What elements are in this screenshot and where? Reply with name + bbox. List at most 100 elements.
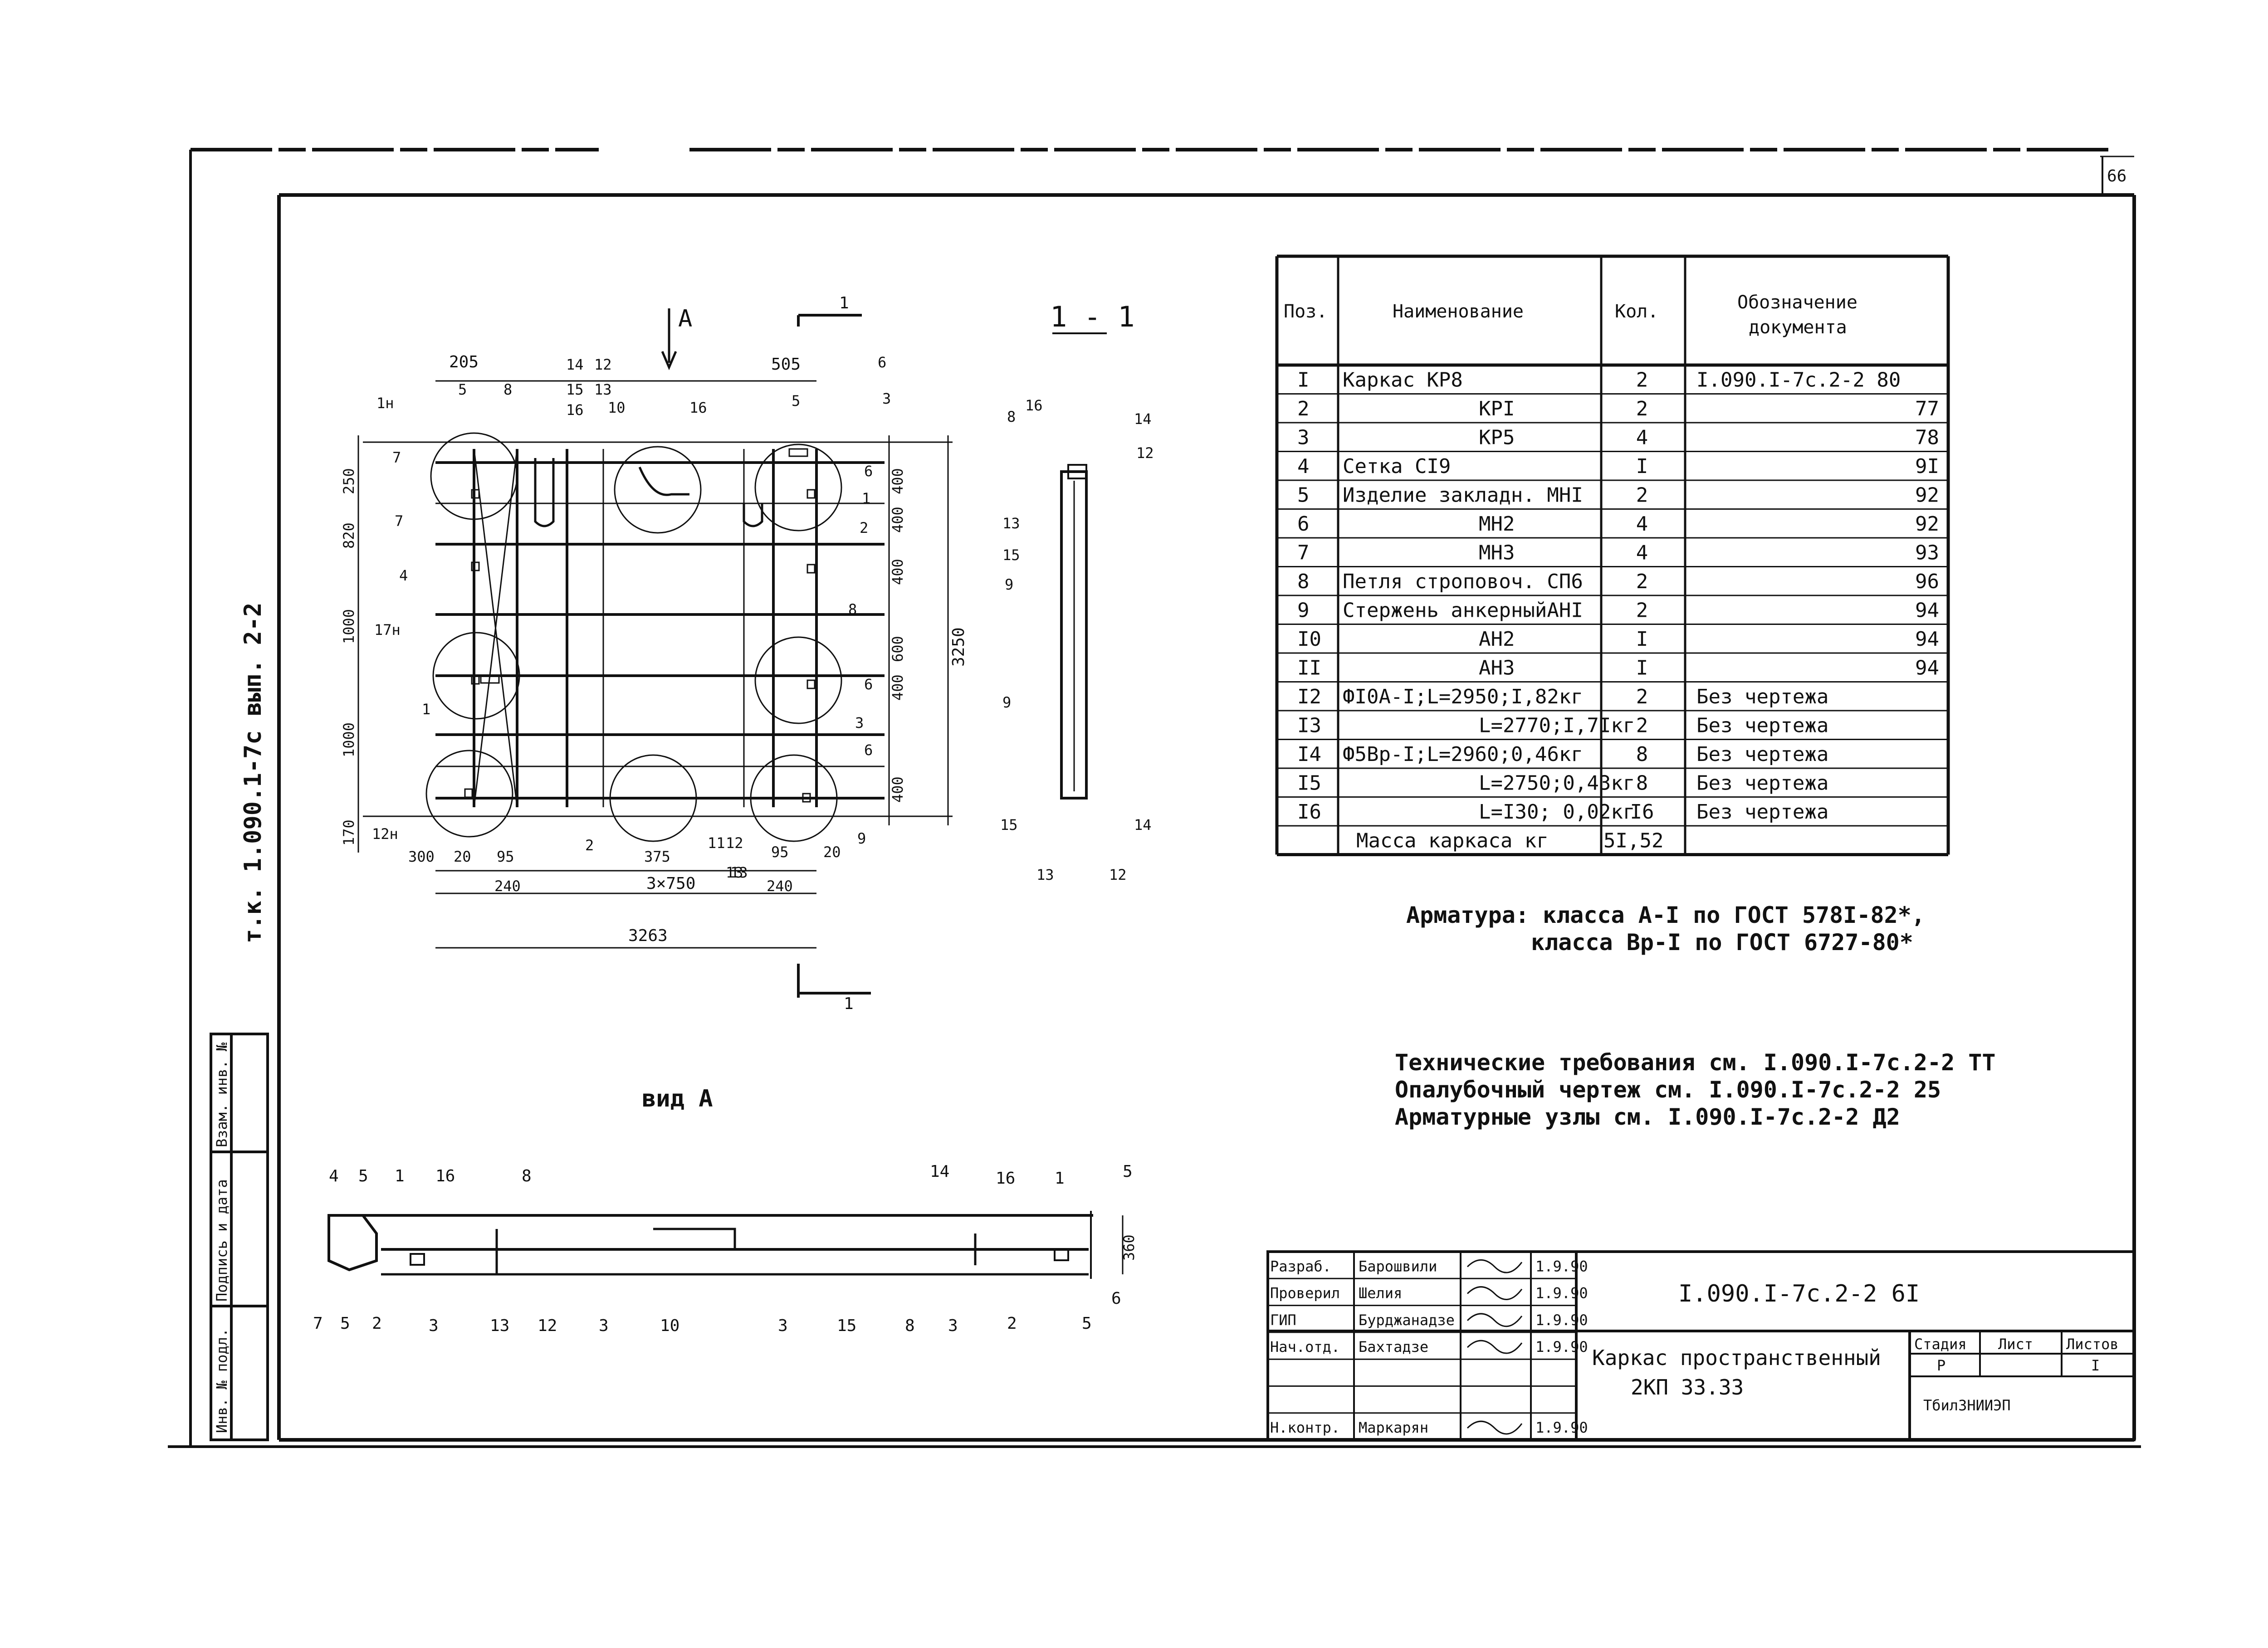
dim-bottom-300: 300 bbox=[408, 848, 435, 865]
plan-callout: 12 bbox=[726, 834, 743, 852]
plan-callout: 8 bbox=[848, 601, 857, 618]
row-qty: 2 bbox=[1636, 714, 1648, 737]
view-a-bottom-label: 7 bbox=[313, 1314, 323, 1333]
sign-date: 1.9.90 bbox=[1535, 1258, 1588, 1275]
plan-callout: 7 bbox=[392, 449, 401, 466]
section-mark-bottom: 1 bbox=[844, 995, 854, 1013]
row-qty: 2 bbox=[1636, 397, 1648, 420]
view-a-top-label: 5 bbox=[358, 1167, 368, 1185]
view-a-top-label: 16 bbox=[435, 1167, 455, 1185]
row-pos: 5 bbox=[1297, 484, 1310, 507]
title-block bbox=[1266, 1250, 2136, 1441]
dim-top-12: 12 bbox=[594, 356, 612, 373]
dim-top-15: 15 bbox=[566, 381, 584, 398]
row-pos: I5 bbox=[1297, 772, 1321, 795]
doc-code: I.090.I-7c.2-2 6I bbox=[1678, 1280, 1920, 1307]
formwork-note: Опалубочный чертеж см. I.090.I-7с.2-2 25 bbox=[1395, 1077, 1941, 1103]
plan-view bbox=[357, 308, 953, 998]
plan-callout: 13 bbox=[730, 864, 748, 881]
view-a-bottom-label: 8 bbox=[905, 1316, 915, 1335]
sign-date: 1.9.90 bbox=[1535, 1419, 1588, 1436]
header-pos: Поз. bbox=[1284, 301, 1327, 322]
section-label: 15 bbox=[1000, 816, 1018, 834]
section-title: 1 - 1 bbox=[1050, 300, 1135, 333]
row-qty: I bbox=[1636, 657, 1648, 680]
plan-callout: 4 bbox=[399, 567, 408, 584]
section-mark-top: 1 bbox=[839, 294, 849, 312]
row-pos: II bbox=[1297, 657, 1321, 680]
sheets-value: I bbox=[2091, 1357, 2100, 1374]
row-qty: 4 bbox=[1636, 426, 1648, 449]
row-qty: 2 bbox=[1636, 570, 1648, 593]
view-a bbox=[327, 1211, 1124, 1279]
row-doc: 9I bbox=[1915, 455, 1939, 478]
header-qty: Кол. bbox=[1615, 301, 1658, 322]
section-label: 14 bbox=[1134, 410, 1152, 428]
row-name: Стержень анкерныйАНI bbox=[1343, 599, 1583, 622]
row-pos: I0 bbox=[1297, 628, 1321, 651]
row-doc: I.090.I-7c.2-2 80 bbox=[1696, 369, 1901, 392]
view-a-dim-360: 360 bbox=[1120, 1234, 1138, 1261]
signature-mark bbox=[1466, 1340, 1523, 1354]
person-name: Бахтадзе bbox=[1359, 1338, 1428, 1355]
page-number: 66 bbox=[2107, 167, 2126, 185]
row-name: КРI bbox=[1479, 397, 1515, 420]
sheet-frame bbox=[168, 148, 2141, 1448]
organization: ТбилЗНИИЭП bbox=[1923, 1397, 2011, 1414]
mass-value: 5I,52 bbox=[1603, 829, 1663, 853]
dim-top-16: 16 bbox=[566, 401, 584, 419]
dim-left-1000a: 1000 bbox=[340, 609, 357, 644]
row-doc: Без чертежа bbox=[1696, 743, 1828, 766]
view-a-bottom-label: 2 bbox=[372, 1314, 382, 1333]
row-qty: 4 bbox=[1636, 541, 1648, 565]
section-label: 12 bbox=[1109, 866, 1127, 883]
plan-callout: 10 bbox=[608, 399, 626, 416]
view-a-top-label: 16 bbox=[996, 1169, 1015, 1188]
side-stamp: т.к. 1.090.1-7с вып. 2-2 bbox=[240, 603, 267, 943]
plan-callout: 6 bbox=[878, 354, 886, 371]
drawing-title-line2: 2КП 33.33 bbox=[1631, 1375, 1744, 1399]
dim-top-505: 505 bbox=[771, 355, 801, 374]
section-label: 14 bbox=[1134, 816, 1152, 834]
section-label: 13 bbox=[1002, 515, 1020, 532]
row-name: АН2 bbox=[1479, 628, 1515, 651]
row-qty: I bbox=[1636, 455, 1648, 478]
row-name: КР5 bbox=[1479, 426, 1515, 449]
dim-bottom-20b: 20 bbox=[823, 844, 841, 861]
stamp-sign-label: Подпись и дата bbox=[213, 1179, 230, 1302]
row-name: Ф5Вр-I;L=2960;0,46кг bbox=[1343, 743, 1583, 766]
dim-total-3263: 3263 bbox=[628, 926, 668, 945]
plan-callout: 2 bbox=[585, 837, 594, 854]
armature-note-line2: класса Вр-I по ГОСТ 6727-80* bbox=[1531, 929, 1913, 956]
armature-note-line1: Арматура: класса А-I по ГОСТ 578I-82*, bbox=[1406, 902, 1925, 928]
row-qty: 2 bbox=[1636, 484, 1648, 507]
row-doc: Без чертежа bbox=[1696, 800, 1828, 824]
section-label: 16 bbox=[1025, 397, 1043, 414]
sign-date: 1.9.90 bbox=[1535, 1338, 1588, 1355]
dim-bottom-240b: 240 bbox=[767, 878, 793, 895]
section-label: 8 bbox=[1007, 408, 1016, 425]
plan-callout: 5 bbox=[458, 381, 467, 398]
plan-callout: 12н bbox=[372, 825, 398, 843]
plan-callout: 3 bbox=[882, 390, 891, 407]
row-qty: 4 bbox=[1636, 512, 1648, 536]
view-a-bottom-label: 15 bbox=[837, 1316, 856, 1335]
plan-callout: 6 bbox=[864, 463, 873, 480]
row-qty: 8 bbox=[1636, 772, 1648, 795]
dim-left-250: 250 bbox=[340, 468, 357, 494]
arrow-a-label: А bbox=[678, 305, 692, 332]
tech-requirements-note: Технические требования см. I.090.I-7с.2-… bbox=[1395, 1049, 1996, 1076]
row-pos: 9 bbox=[1297, 599, 1310, 622]
plan-callout: 7 bbox=[395, 512, 403, 530]
view-a-bottom-label: 2 bbox=[1007, 1314, 1017, 1333]
dim-left-170: 170 bbox=[340, 819, 357, 846]
view-a-bottom-label: 12 bbox=[538, 1316, 557, 1335]
section-label: 9 bbox=[1005, 576, 1013, 593]
plan-callout: 1 bbox=[862, 490, 870, 507]
drawing-title-line1: Каркас пространственный bbox=[1592, 1346, 1881, 1370]
plan-callout: 6 bbox=[864, 741, 873, 759]
